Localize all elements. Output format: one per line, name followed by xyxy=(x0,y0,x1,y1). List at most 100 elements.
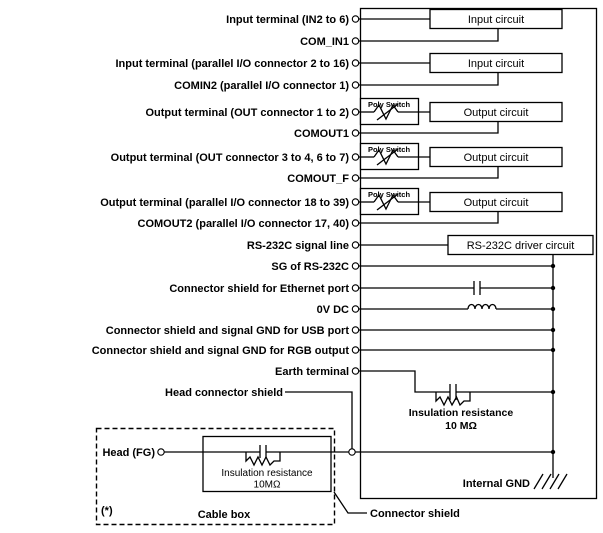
insulation-resistance-label: Insulation resistance xyxy=(409,407,514,419)
row-comout2: COMOUT2 (parallel I/O connector 17, 40) xyxy=(138,211,499,230)
terminal-label: RS-232C signal line xyxy=(247,240,349,252)
head-insulation-value: 10MΩ xyxy=(254,480,281,491)
internal-gnd-label: Internal GND xyxy=(463,478,530,490)
row-0v-dc: 0V DC xyxy=(317,303,553,316)
poly-switch-label: Poly Switch xyxy=(368,190,411,199)
junction-dot xyxy=(550,389,556,395)
poly-switch-symbol xyxy=(373,148,399,166)
output-circuit-label: Output circuit xyxy=(464,197,529,209)
row-com-in1: COM_IN1 xyxy=(300,28,499,48)
row-output-terminal-out3-7: Output terminal (OUT connector 3 to 4, 6… xyxy=(111,142,563,171)
leader-wire xyxy=(285,391,353,449)
wire xyxy=(358,211,499,224)
poly-switch-label: Poly Switch xyxy=(368,100,411,109)
cable-box: Head (FG) Insulation resistance 10MΩ (*)… xyxy=(95,427,553,526)
input-circuit-label: Input circuit xyxy=(468,58,524,70)
connector-shield-callout: Connector shield xyxy=(333,491,460,520)
cable-box-label: Cable box xyxy=(198,509,251,521)
terminal-circle xyxy=(351,305,360,313)
junction-dot xyxy=(550,285,556,291)
head-fg-terminal xyxy=(157,448,165,456)
terminal-circle xyxy=(351,108,360,116)
head-insulation-box xyxy=(202,435,332,493)
terminal-label: Connector shield and signal GND for RGB … xyxy=(92,345,350,357)
row-ethernet-shield: Connector shield for Ethernet port xyxy=(169,281,553,295)
junction-dot xyxy=(550,327,556,333)
row-usb-shield: Connector shield and signal GND for USB … xyxy=(106,325,553,337)
terminal-label: Input terminal (parallel I/O connector 2… xyxy=(116,58,350,70)
connector-shield-label: Connector shield xyxy=(370,508,460,520)
poly-switch-symbol xyxy=(373,103,399,121)
terminal-circle xyxy=(351,241,360,249)
head-connector-shield-label: Head connector shield xyxy=(165,387,283,399)
terminal-circle xyxy=(351,367,360,375)
footnote-label: (*) xyxy=(101,505,113,517)
junction-dot xyxy=(550,347,556,353)
terminal-label: Connector shield and signal GND for USB … xyxy=(106,325,350,337)
row-rs232c-signal: RS-232C signal line RS-232C driver circu… xyxy=(247,234,594,256)
shield-junction-circle xyxy=(348,448,356,456)
terminal-circle xyxy=(351,262,360,270)
poly-switch-symbol xyxy=(373,193,399,211)
terminal-label: COM_IN1 xyxy=(300,36,349,48)
terminal-circle xyxy=(351,326,360,334)
input-circuit-box xyxy=(429,8,563,30)
ground-symbol xyxy=(533,473,568,490)
insulation-resistance-value: 10 MΩ xyxy=(445,420,477,432)
terminal-label: COMOUT_F xyxy=(287,173,349,185)
leader-line xyxy=(333,491,367,514)
row-rgb-shield: Connector shield and signal GND for RGB … xyxy=(92,345,553,357)
terminal-circle xyxy=(351,129,360,137)
junction-dot xyxy=(550,263,556,269)
junction-dot xyxy=(550,306,556,312)
terminal-circle xyxy=(351,346,360,354)
terminal-label: COMIN2 (parallel I/O connector 1) xyxy=(174,80,349,92)
coil-symbol xyxy=(467,303,497,310)
wire xyxy=(358,28,499,42)
output-circuit-label: Output circuit xyxy=(464,107,529,119)
rs232c-driver-label: RS-232C driver circuit xyxy=(467,240,575,252)
row-input-terminal-parallel: Input terminal (parallel I/O connector 2… xyxy=(116,52,563,74)
terminal-label: SG of RS-232C xyxy=(271,261,349,273)
terminal-label: Earth terminal xyxy=(275,366,349,378)
row-output-terminal-parallel: Output terminal (parallel I/O connector … xyxy=(100,187,563,216)
rs232c-driver-box xyxy=(447,234,594,256)
terminal-circle xyxy=(351,15,360,23)
terminal-circle xyxy=(351,219,360,227)
cable-box-outline xyxy=(95,427,336,526)
row-earth-terminal: Earth terminal Insulation resistance 10 … xyxy=(275,366,553,432)
output-circuit-box xyxy=(429,101,563,123)
terminal-circle xyxy=(351,81,360,89)
terminal-label: Output terminal (OUT connector 3 to 4, 6… xyxy=(111,152,350,164)
row-comin2: COMIN2 (parallel I/O connector 1) xyxy=(174,72,499,92)
head-insulation-label: Insulation resistance xyxy=(221,468,313,479)
output-circuit-label: Output circuit xyxy=(464,152,529,164)
terminal-label: Output terminal (OUT connector 1 to 2) xyxy=(145,107,349,119)
terminal-label: Input terminal (IN2 to 6) xyxy=(226,14,349,26)
wire xyxy=(358,121,499,134)
row-comout1: COMOUT1 xyxy=(294,121,499,140)
terminal-circle xyxy=(351,37,360,45)
wire xyxy=(358,370,450,393)
terminal-label: 0V DC xyxy=(317,304,349,316)
row-sg-rs232c: SG of RS-232C xyxy=(271,261,553,273)
terminal-circle xyxy=(351,153,360,161)
wire xyxy=(358,166,499,179)
wire xyxy=(358,72,499,86)
terminal-label: Output terminal (parallel I/O connector … xyxy=(100,197,349,209)
row-output-terminal-out1-2: Output terminal (OUT connector 1 to 2) P… xyxy=(145,97,563,126)
terminal-label: Connector shield for Ethernet port xyxy=(169,283,349,295)
terminal-label: COMOUT2 (parallel I/O connector 17, 40) xyxy=(138,218,350,230)
terminal-circle xyxy=(351,284,360,292)
internal-gnd-bus: Internal GND xyxy=(463,254,568,490)
input-circuit-box xyxy=(429,52,563,74)
terminal-label: COMOUT1 xyxy=(294,128,349,140)
output-circuit-box xyxy=(429,146,563,168)
row-input-terminal-in: Input terminal (IN2 to 6) Input circuit xyxy=(226,8,563,30)
output-circuit-box xyxy=(429,191,563,213)
terminal-circle xyxy=(351,59,360,67)
poly-switch-label: Poly Switch xyxy=(368,145,411,154)
head-fg-label: Head (FG) xyxy=(102,447,155,459)
